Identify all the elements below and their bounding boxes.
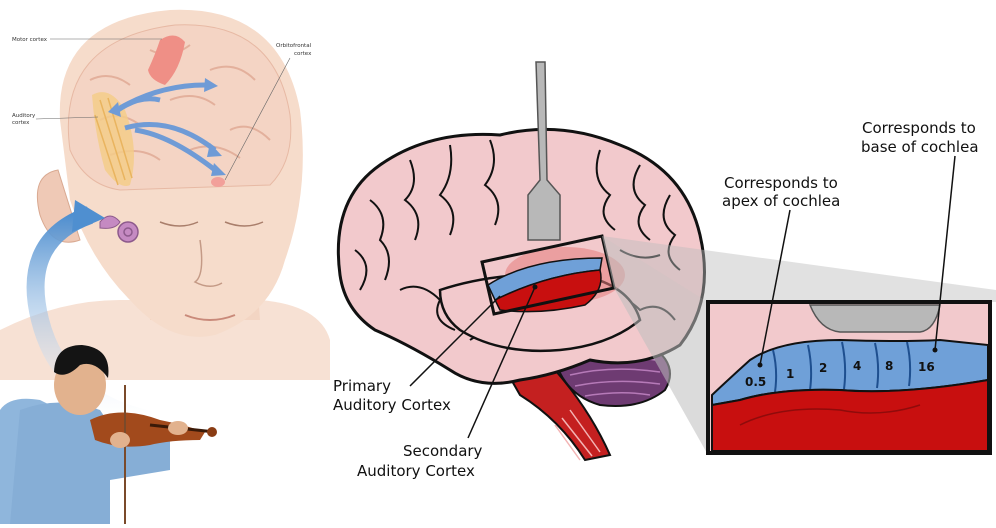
band-label: 16 <box>918 360 935 374</box>
band-label: 8 <box>885 359 893 373</box>
secondary-label-line2: Auditory Cortex <box>357 462 475 480</box>
base-label-line1: Corresponds to <box>862 119 976 137</box>
apex-label-line2: apex of cochlea <box>722 192 840 210</box>
orbitofrontal-label-line1: Orbitofrontal <box>276 43 312 49</box>
auditory-cortex-label-line2: cortex <box>12 120 30 126</box>
primary-label-line1: Primary <box>333 377 391 395</box>
primary-label-line2: Auditory Cortex <box>333 396 451 414</box>
band-label: 1 <box>786 367 794 381</box>
secondary-label-line1: Secondary <box>403 442 483 460</box>
base-label-line2: base of cochlea <box>861 138 979 156</box>
band-label: 0.5 <box>745 375 766 389</box>
band-label: 2 <box>819 361 827 375</box>
auditory-cortex-label-line1: Auditory <box>12 113 36 119</box>
band-label: 4 <box>853 359 861 373</box>
apex-label-line1: Corresponds to <box>724 174 838 192</box>
head-illustration <box>0 10 330 420</box>
motor-cortex-label: Motor cortex <box>12 37 48 43</box>
orbitofrontal-label-line2: cortex <box>294 51 312 57</box>
